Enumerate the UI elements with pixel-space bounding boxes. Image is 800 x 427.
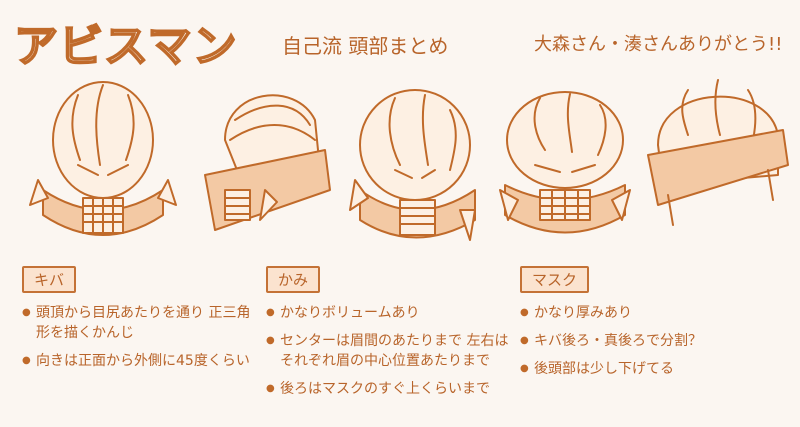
- page-title: アビスマン: [13, 20, 238, 73]
- list-item: かなり厚みあり: [520, 303, 780, 323]
- section-kiba: キバ 頭頂から目尻あたりを通り 正三角形を描くかんじ 向きは正面から外側に45度…: [22, 266, 262, 379]
- section-mask: マスク かなり厚みあり キバ後ろ・真後ろで分割？ 後頭部は少し下げてる: [520, 266, 780, 387]
- list-item: キバ後ろ・真後ろで分割？: [520, 331, 780, 351]
- page-subtitle: 自己流 頭部まとめ: [282, 34, 449, 58]
- list-item: 後ろはマスクのすぐ上くらいまで: [266, 379, 516, 399]
- list-item: 向きは正面から外側に45度くらい: [22, 351, 262, 371]
- kiba-notes: 頭頂から目尻あたりを通り 正三角形を描くかんじ 向きは正面から外側に45度くらい: [22, 303, 262, 371]
- head-sketches: [29, 79, 789, 241]
- mask-notes: かなり厚みあり キバ後ろ・真後ろで分割？ 後頭部は少し下げてる: [520, 303, 780, 379]
- list-item: かなりボリュームあり: [266, 303, 516, 323]
- thanks-note: 大森さん・湊さんありがとう!!: [534, 34, 783, 55]
- section-kami: かみ かなりボリュームあり センターは眉間のあたりまで 左右はそれぞれ眉の中心位…: [266, 266, 516, 407]
- section-tag-kami: かみ: [266, 266, 321, 293]
- head-sketch-front: [29, 81, 177, 236]
- kami-notes: かなりボリュームあり センターは眉間のあたりまで 左右はそれぞれ眉の中心位置あた…: [266, 303, 516, 399]
- section-tag-mask: マスク: [520, 266, 590, 293]
- list-item: センターは眉間のあたりまで 左右はそれぞれ眉の中心位置あたりまで: [266, 331, 516, 371]
- head-sketch-back: [647, 79, 789, 226]
- head-sketch-low-angle: [499, 91, 631, 234]
- list-item: 後頭部は少し下げてる: [520, 359, 780, 379]
- section-tag-kiba: キバ: [22, 266, 77, 293]
- head-sketch-side: [204, 94, 331, 231]
- head-sketch-three-quarter: [349, 89, 476, 241]
- list-item: 頭頂から目尻あたりを通り 正三角形を描くかんじ: [22, 303, 262, 343]
